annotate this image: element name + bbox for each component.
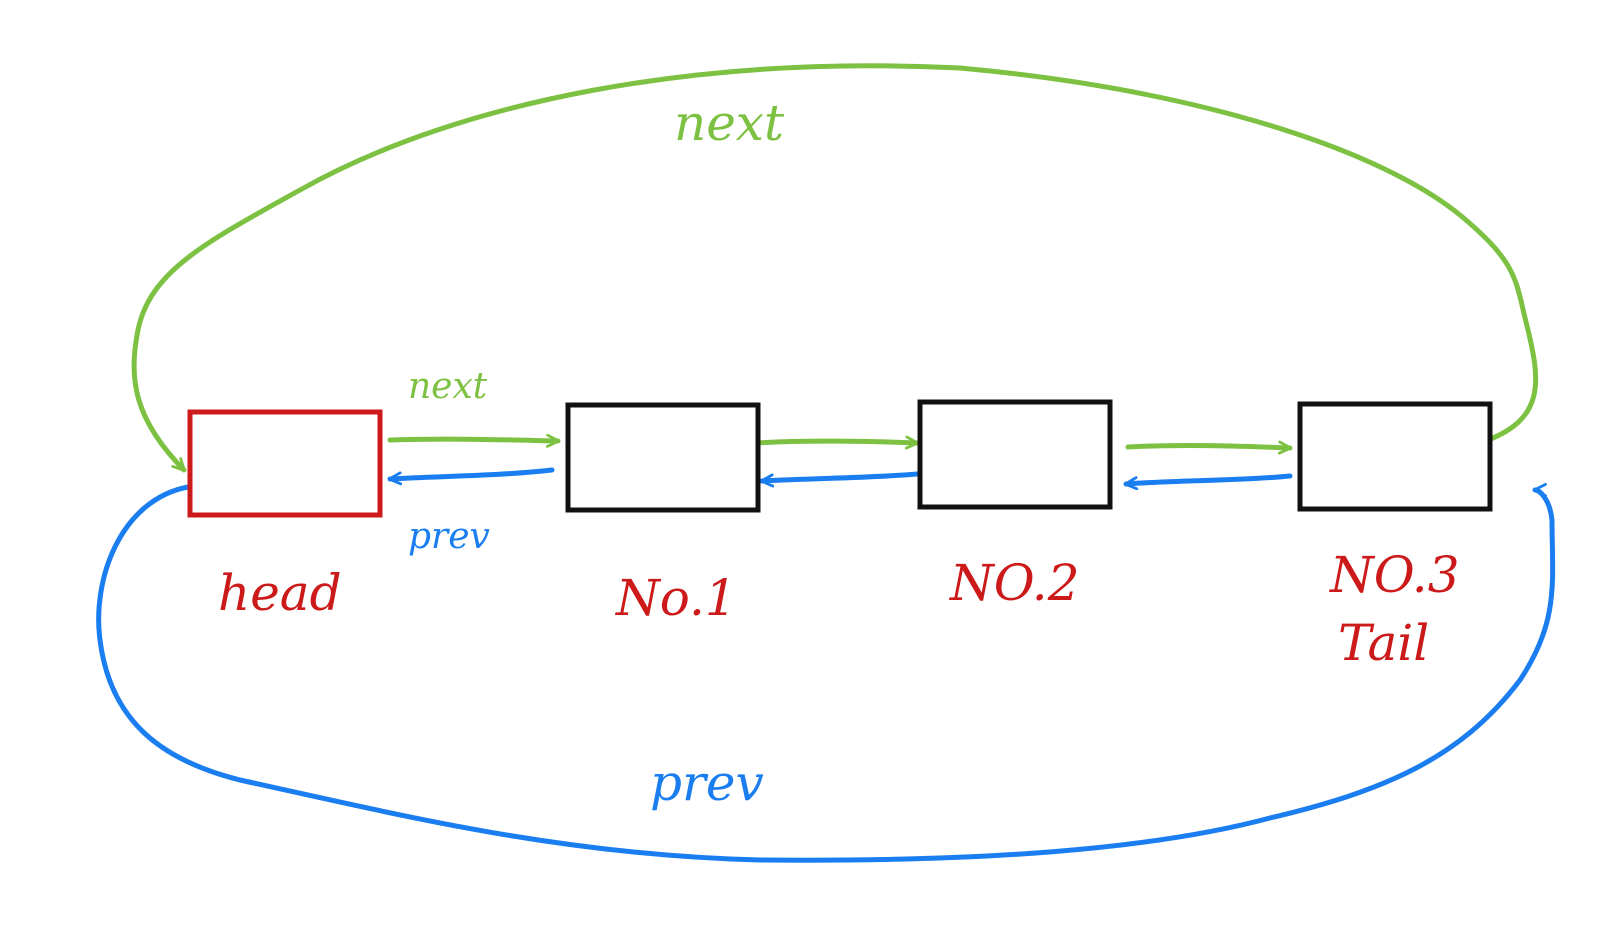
edge-label-next-top: next	[674, 94, 785, 152]
prev-arrow-n3-to-n2	[1123, 473, 1293, 491]
node-label-n2: NO.2	[949, 554, 1080, 612]
node-label-n3: NO.3	[1329, 546, 1460, 604]
edge-label-prev-small: prev	[408, 516, 490, 557]
next-arrow-n1-to-n2	[755, 435, 920, 450]
edge-label-prev-bottom: prev	[650, 754, 764, 812]
node-label-head: head	[218, 564, 342, 622]
edge-label-next-small: next	[408, 366, 488, 407]
prev-loop-head-to-tail	[96, 483, 1556, 863]
node-box-n1	[565, 402, 761, 513]
node-sublabel-n3: Tail	[1338, 614, 1429, 672]
prev-arrow-n2-to-n1	[759, 471, 920, 488]
node-label-n1: No.1	[615, 569, 737, 627]
node-box-n3	[1297, 401, 1493, 512]
next-loop-tail-to-head	[131, 63, 1539, 473]
prev-arrow-n1-to-head	[387, 467, 555, 486]
next-arrow-n2-to-n3	[1125, 440, 1293, 455]
next-arrow-head-to-n1	[387, 433, 561, 448]
node-box-head	[187, 409, 383, 518]
node-box-n2	[917, 399, 1113, 510]
